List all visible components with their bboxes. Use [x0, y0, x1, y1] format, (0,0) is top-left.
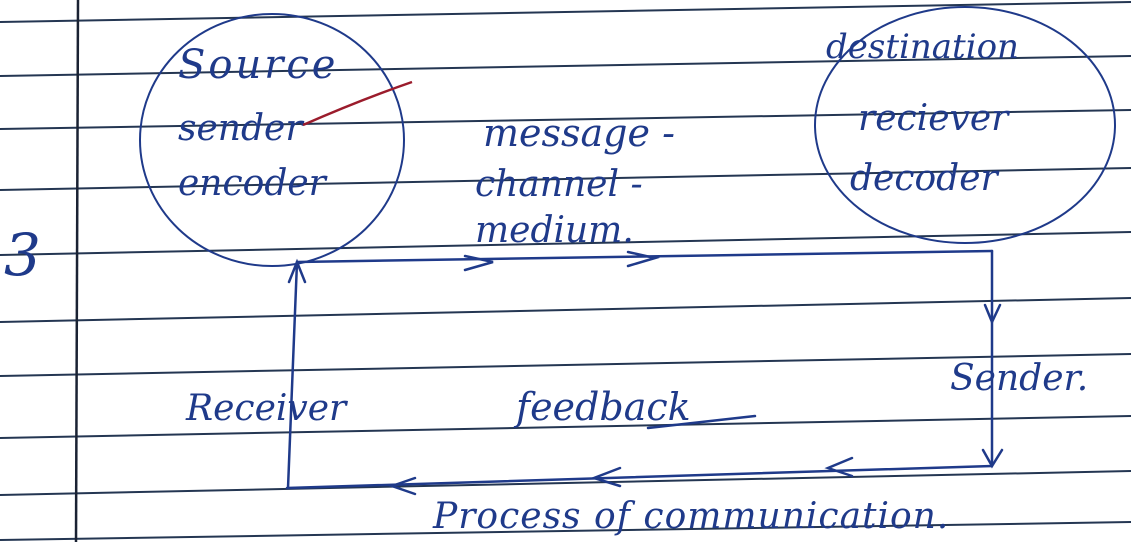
forward-flow-arrow — [295, 249, 994, 272]
message-label: message - — [483, 111, 675, 155]
receiver-label: Receiver — [185, 388, 348, 429]
source-circle — [139, 13, 405, 267]
feedback-return-arrow — [285, 456, 994, 496]
diagram-caption: Process of communication. — [432, 496, 949, 537]
channel-label: channel - — [475, 164, 643, 205]
medium-label: medium. — [475, 210, 634, 251]
question-number: 3 — [4, 221, 41, 289]
decoder-label: decoder — [850, 158, 1000, 199]
source-label: Source — [178, 42, 338, 88]
feedback-underline — [646, 414, 757, 430]
sender-label: sender — [178, 108, 304, 149]
red-ink-stroke — [302, 80, 413, 127]
margin-line — [74, 0, 80, 542]
left-up-arrow — [286, 258, 307, 490]
sender-side-label: Sender. — [950, 358, 1088, 399]
destination-label: destination — [826, 27, 1019, 67]
reciever-label: reciever — [858, 98, 1010, 139]
encoder-label: encoder — [178, 163, 328, 204]
destination-circle — [814, 6, 1116, 244]
feedback-label: feedback — [513, 385, 691, 429]
